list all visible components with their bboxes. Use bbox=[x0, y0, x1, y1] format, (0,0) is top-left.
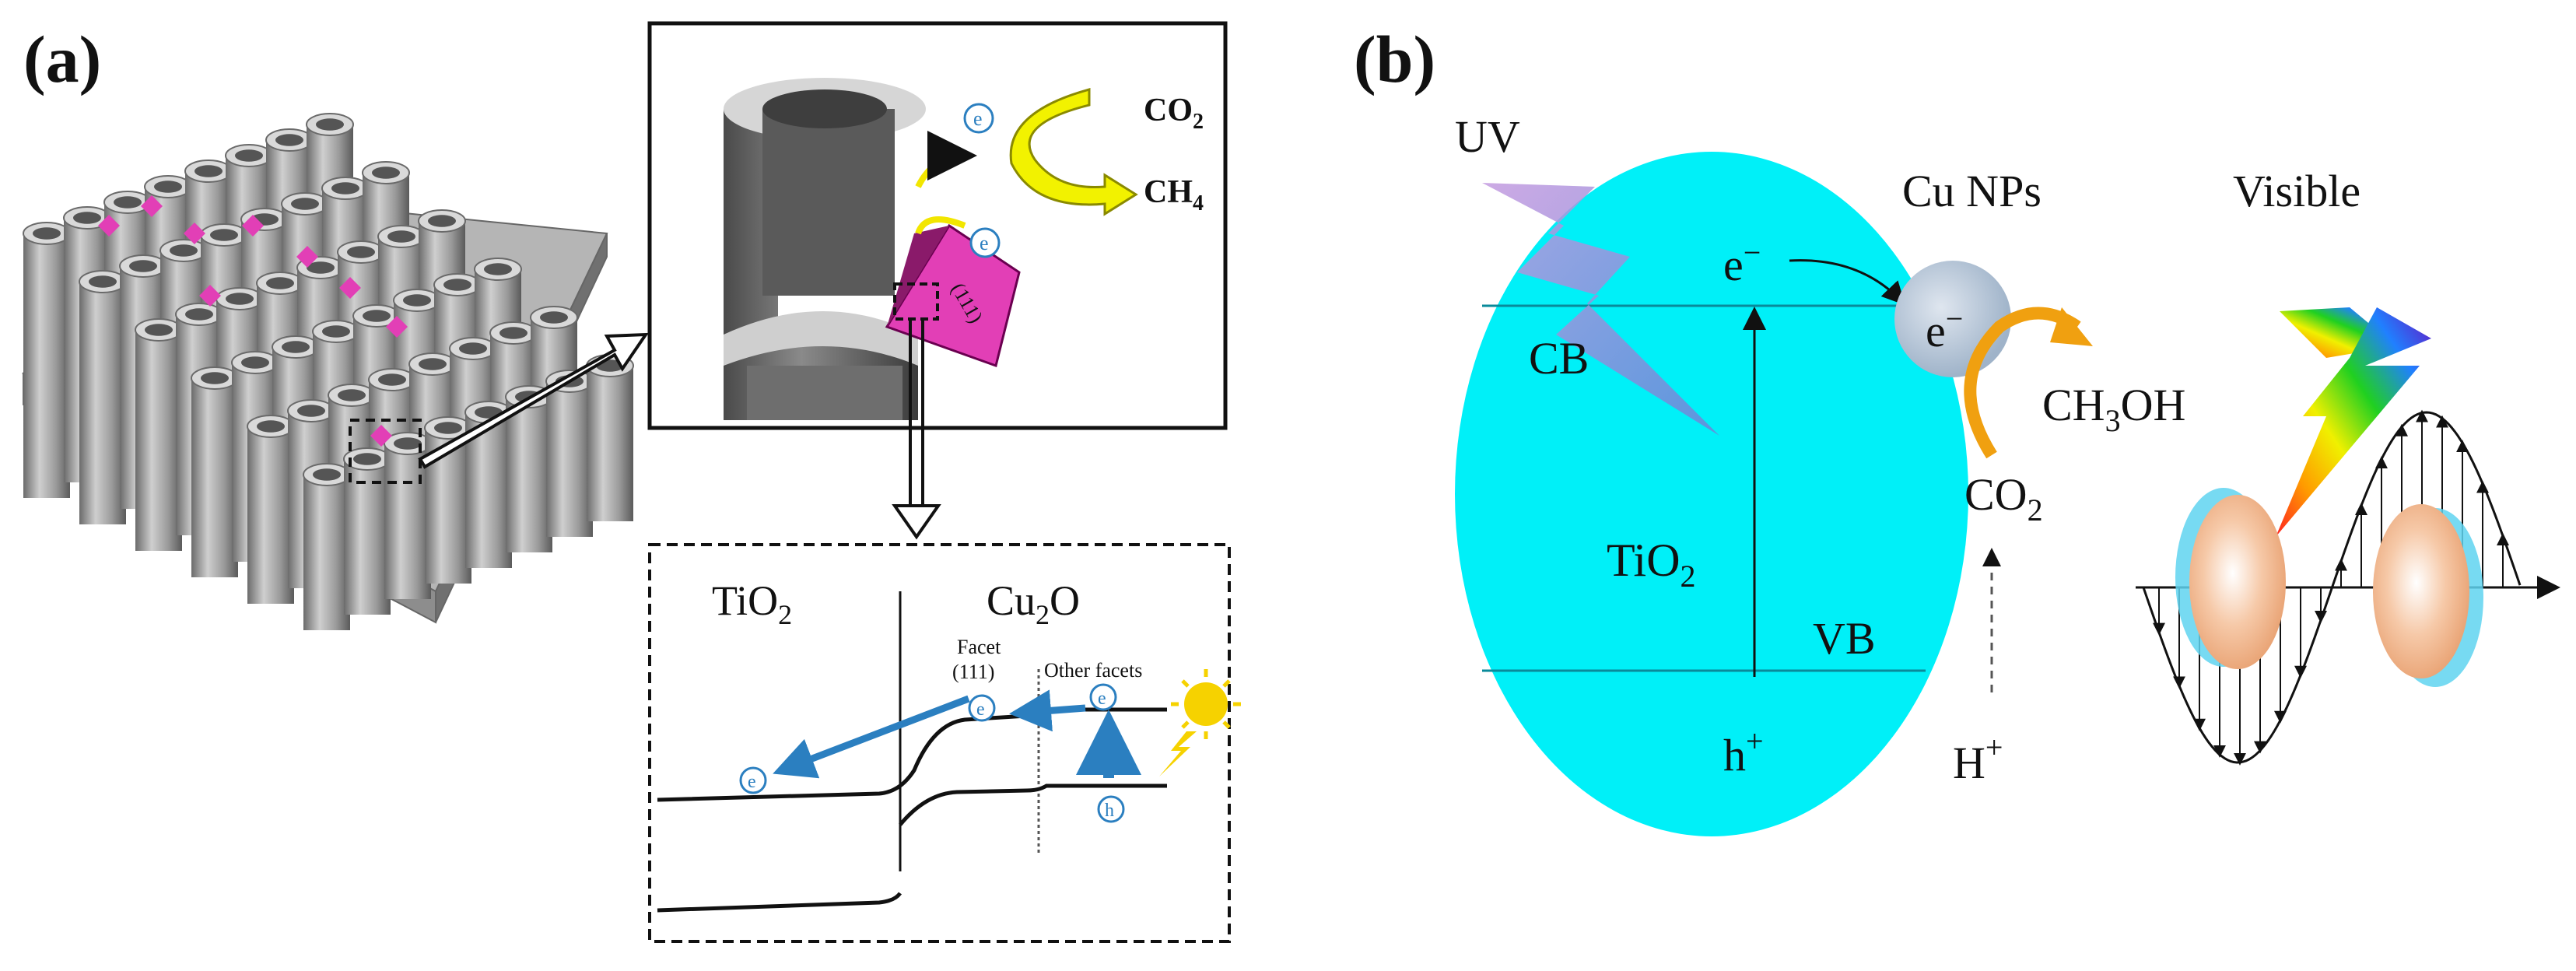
nanotube bbox=[586, 354, 634, 521]
nanotube bbox=[79, 270, 127, 524]
ch3oh-label: CH3OH bbox=[2042, 380, 2185, 438]
electron-c: e bbox=[1089, 683, 1117, 711]
electron-transfer-arrow-short bbox=[1009, 689, 1086, 732]
sun-icon bbox=[1171, 669, 1241, 739]
panel-a-label: (a) bbox=[23, 22, 101, 96]
nanotube bbox=[343, 447, 391, 615]
cu2o-crystal bbox=[885, 223, 1021, 367]
h-ion-label: H+ bbox=[1953, 730, 2003, 788]
e-minus-cb: e− bbox=[1723, 235, 1761, 290]
interface-box bbox=[893, 282, 939, 321]
yellow-electron-arrow-down bbox=[915, 216, 966, 235]
uv-label: UV bbox=[1455, 111, 1520, 162]
valence-band-line bbox=[899, 783, 1167, 826]
svg-text:h: h bbox=[1105, 801, 1114, 821]
cu-nps-label: Cu NPs bbox=[1902, 166, 2042, 216]
electron-2: e bbox=[969, 227, 1001, 258]
zoom-arrow-right bbox=[418, 332, 649, 469]
tio2-valence-band-line bbox=[657, 892, 902, 913]
ch4-label: CH4 bbox=[1144, 174, 1204, 216]
cb-label: CB bbox=[1529, 333, 1589, 384]
svg-text:e: e bbox=[748, 772, 756, 792]
zoom-arrow-down bbox=[892, 319, 941, 540]
visible-lightning bbox=[2276, 307, 2431, 537]
cu2o-crystal-small bbox=[199, 285, 221, 307]
co2-label: CO2 bbox=[1144, 93, 1204, 134]
co2-to-ch4-arrow bbox=[1009, 88, 1138, 216]
svg-text:e: e bbox=[1098, 689, 1106, 709]
h-plus-vb: h+ bbox=[1723, 724, 1764, 780]
nanotube bbox=[135, 318, 183, 551]
electron-b: e bbox=[968, 694, 996, 722]
electron-1: e bbox=[963, 103, 994, 134]
cu2o-crystal-small bbox=[296, 246, 318, 268]
svg-text:e: e bbox=[976, 699, 985, 720]
yellow-electron-arrow-up bbox=[915, 131, 977, 188]
nanotube bbox=[303, 463, 351, 630]
nanotube bbox=[23, 222, 71, 498]
selection-box bbox=[349, 419, 422, 484]
nanotube-array bbox=[23, 113, 634, 630]
band-tio2-label: TiO2 bbox=[712, 577, 792, 630]
zoomed-nanotube bbox=[724, 78, 926, 420]
vb-label: VB bbox=[1813, 613, 1876, 664]
co2-to-ch3oh-arrow bbox=[1964, 307, 2093, 459]
facet-label-line2: (111) bbox=[952, 661, 994, 683]
plasmon-particle-right bbox=[2373, 504, 2483, 687]
cu2o-crystal-small bbox=[184, 223, 205, 244]
cu2o-crystal-small bbox=[98, 215, 120, 237]
svg-text:e: e bbox=[980, 232, 989, 254]
plasmon-particle-left bbox=[2175, 488, 2286, 669]
cu2o-crystal-small bbox=[339, 277, 361, 299]
nanotube bbox=[247, 415, 295, 604]
wave-curve bbox=[2142, 411, 2522, 764]
other-facets-label: Other facets bbox=[1044, 659, 1142, 682]
facet-label-line1: Facet bbox=[957, 636, 1001, 658]
cu2o-crystal-small bbox=[370, 425, 392, 447]
band-cu2o-label: Cu2O bbox=[987, 577, 1080, 630]
cu2o-crystal-small bbox=[386, 316, 408, 338]
svg-text:e: e bbox=[973, 107, 983, 130]
co2-label-b: CO2 bbox=[1964, 469, 2043, 528]
tio2-particle bbox=[1455, 152, 1968, 836]
tio2-label: TiO2 bbox=[1607, 535, 1696, 594]
visible-label: Visible bbox=[2233, 166, 2360, 216]
e-minus-cu: e− bbox=[1926, 301, 1963, 356]
cu2o-crystal-small bbox=[242, 215, 264, 237]
nanotube bbox=[191, 366, 239, 577]
electron-transfer-arrow-b bbox=[1789, 259, 1906, 306]
nanotube bbox=[545, 370, 594, 537]
electron-a: e bbox=[739, 766, 767, 794]
cu2o-crystal-small bbox=[141, 195, 163, 217]
electron-transfer-arrow-long bbox=[773, 695, 970, 779]
panel-b-label: (b) bbox=[1354, 22, 1435, 96]
hole-h: h bbox=[1097, 795, 1125, 823]
